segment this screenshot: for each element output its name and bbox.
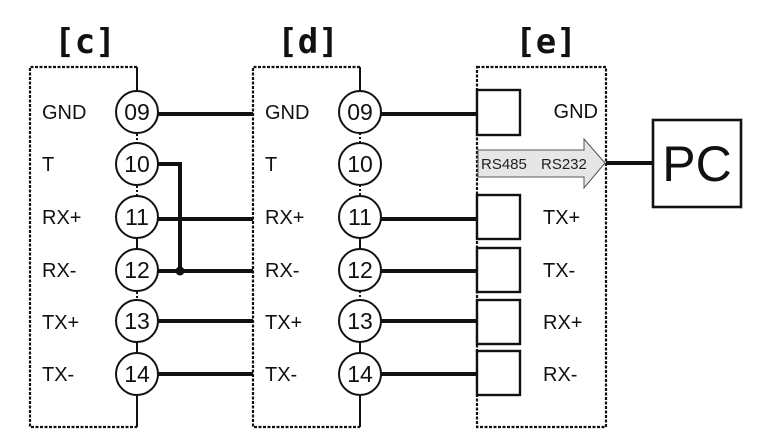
terminal-e-rx-minus: RX- (475, 349, 577, 397)
block-e: [e] GND TX+ TX- RX+ RX- RS485 RS232 (475, 22, 608, 429)
terminal-e-tx-minus: TX- (475, 246, 575, 294)
pin-label: RX+ (42, 207, 81, 229)
junction-dot (175, 266, 185, 276)
pin-number: 10 (347, 151, 373, 177)
pin-circle (338, 142, 382, 186)
pc-outline (651, 118, 743, 209)
pin-c-13: TX+ 13 (42, 299, 159, 343)
pin-d-11: RX+ 11 (265, 195, 382, 239)
pin-label: GND (265, 102, 309, 124)
pin-label: TX+ (42, 312, 79, 334)
pin-number: 14 (347, 361, 373, 387)
block-e-header: [e] (515, 22, 576, 62)
terminal-e-rx-plus: RX+ (475, 298, 582, 346)
converter-from-label: RS485 (481, 156, 527, 173)
pin-number: 09 (124, 99, 150, 125)
pin-d-10: T 10 (265, 142, 382, 186)
pin-number: 13 (124, 308, 150, 334)
terminal-box (475, 88, 522, 137)
terminal-box (475, 298, 522, 346)
wires-d-to-e (381, 112, 477, 376)
arrow-shape-icon (477, 137, 606, 190)
pin-number: 10 (124, 151, 150, 177)
pin-c-09: GND 09 (42, 90, 159, 134)
pin-number: 12 (347, 257, 373, 283)
terminal-box (475, 193, 522, 241)
terminal-label: GND (554, 101, 598, 123)
pin-number: 11 (348, 204, 372, 230)
pin-label: RX- (265, 260, 299, 282)
pin-number: 13 (347, 308, 373, 334)
pin-d-09: GND 09 (265, 90, 382, 134)
terminal-label: TX- (543, 260, 575, 282)
pin-label: RX+ (265, 207, 304, 229)
terminal-box (475, 246, 522, 294)
block-c-header: [c] (54, 22, 115, 62)
pin-c-10: T 10 (42, 142, 159, 186)
block-c: [c] GND 09 T 10 RX+ 11 RX- 12 (28, 22, 159, 429)
pc-box: PC (651, 118, 743, 209)
pin-label: GND (42, 102, 86, 124)
pin-label: T (42, 154, 54, 176)
terminal-label: TX+ (543, 207, 580, 229)
pin-number: 11 (125, 204, 149, 230)
pin-d-14: TX- 14 (265, 352, 382, 396)
block-d-header: [d] (277, 22, 338, 62)
termination-jumper (158, 162, 182, 271)
pin-d-12: RX- 12 (265, 248, 382, 292)
block-d-outline (251, 65, 360, 429)
terminal-box (475, 349, 522, 397)
wires-c-to-d (158, 112, 253, 376)
pin-number: 12 (124, 257, 150, 283)
pin-label: RX- (42, 260, 76, 282)
block-d: [d] GND 09 T 10 RX+ 11 RX- 12 TX (251, 22, 382, 429)
pin-label: TX- (265, 364, 297, 386)
pin-number: 14 (124, 361, 150, 387)
terminal-e-tx-plus: TX+ (475, 193, 580, 241)
terminal-e-gnd: GND (475, 88, 598, 137)
terminal-label: RX- (543, 364, 577, 386)
terminal-label: RX+ (543, 312, 582, 334)
pin-number: 09 (347, 99, 373, 125)
pin-label: TX+ (265, 312, 302, 334)
pin-label: T (265, 154, 277, 176)
converter-to-label: RS232 (541, 156, 587, 173)
converter-arrow: RS485 RS232 (477, 137, 606, 190)
pc-label: PC (662, 136, 731, 192)
pin-label: TX- (42, 364, 74, 386)
pin-c-14: TX- 14 (42, 352, 159, 396)
pin-c-12: RX- 12 (42, 248, 159, 292)
pin-d-13: TX+ 13 (265, 299, 382, 343)
pin-c-11: RX+ 11 (42, 195, 159, 239)
block-c-outline (28, 65, 137, 429)
